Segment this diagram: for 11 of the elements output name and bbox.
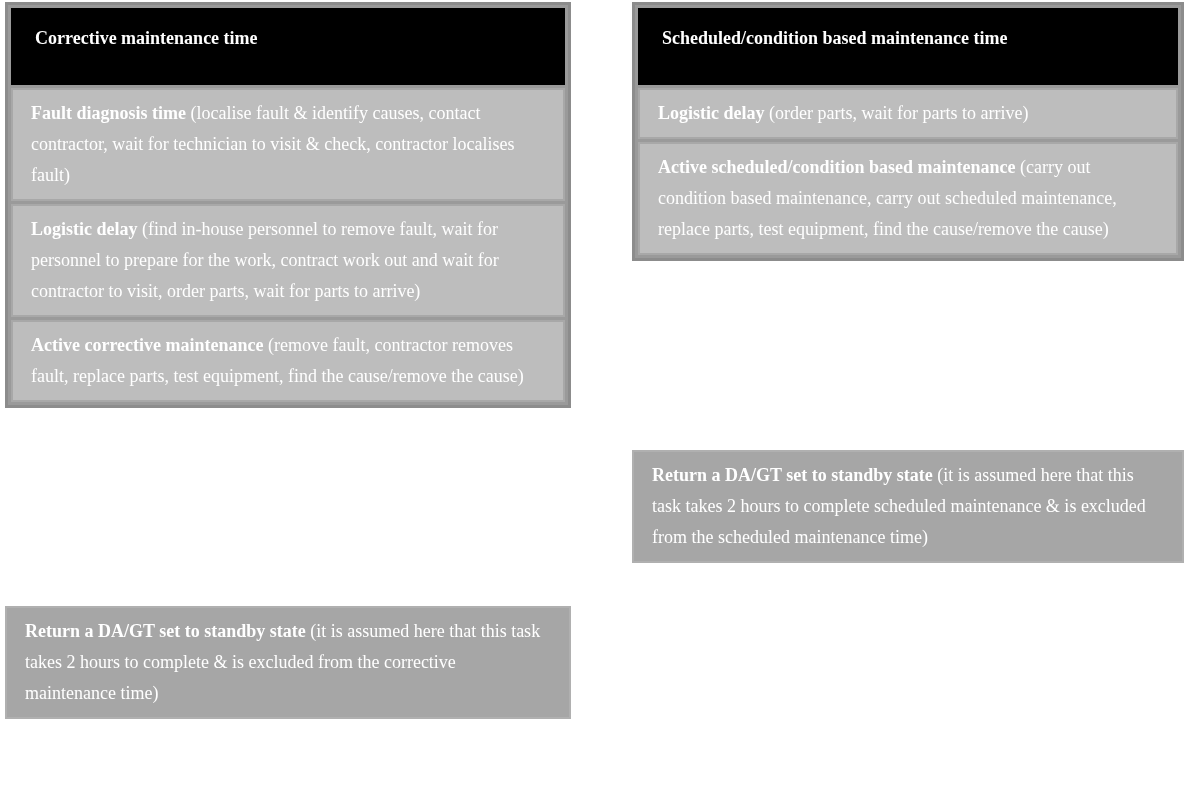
section-panel (5, 2, 571, 408)
task-box: Fault diagnosis time (localise fault & identify causes, contact contractor, wait for technician to visit & check, contractor localises fault) (11, 88, 565, 201)
task-box: Return a DA/GT set to standby state (it is assumed here that this task takes 2 hours to complete scheduled maintenance & is excluded from the scheduled maintenance time) (632, 450, 1184, 563)
task-box: Return a DA/GT set to standby state (it is assumed here that this task takes 2 hours to complete & is excluded from the corrective maintenance time) (5, 606, 571, 719)
section-heading: Scheduled/condition based maintenance time (638, 8, 1178, 85)
task-box: Active scheduled/condition based maintenance (carry out condition based maintenance, carry out scheduled maintenance, replace parts, test equipment, find the cause/remove the cause) (638, 142, 1178, 255)
section-panel (632, 2, 1184, 261)
section-heading: Corrective maintenance time (11, 8, 565, 85)
task-box: Logistic delay (order parts, wait for parts to arrive) (638, 88, 1178, 139)
task-box: Logistic delay (find in-house personnel to remove fault, wait for personnel to prepare for the work, contract work out and wait for contractor to visit, order parts, wait for parts to arrive) (11, 204, 565, 317)
task-box: Active corrective maintenance (remove fault, contractor removes fault, replace parts, test equipment, find the cause/remove the cause) (11, 320, 565, 402)
